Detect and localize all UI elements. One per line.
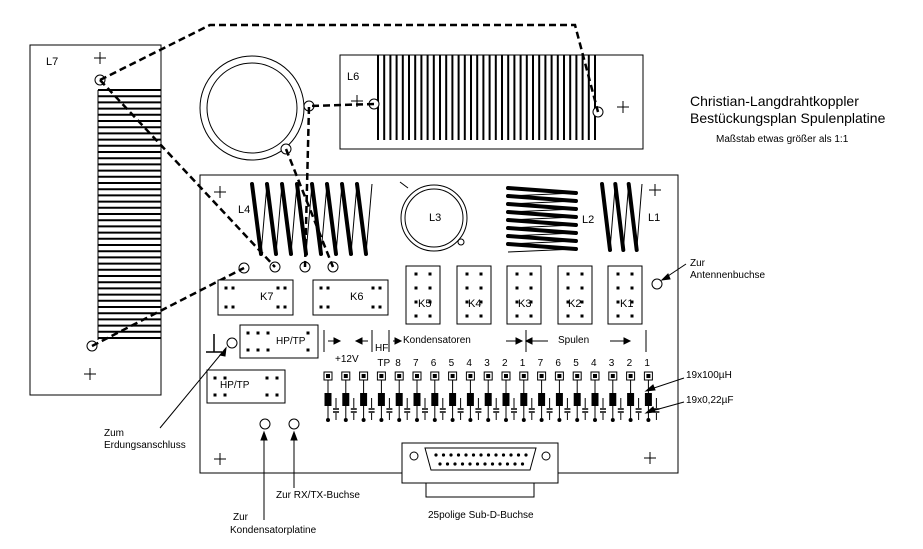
pin-row (323, 371, 660, 422)
pin-label: 2 (502, 358, 508, 369)
group-brackets (323, 330, 647, 352)
pin-column (519, 371, 535, 422)
label-k1: K1 (620, 298, 634, 310)
dashed-wires (91, 23, 600, 348)
label-antenna-1: Zur (690, 258, 705, 269)
label-rxtx: Zur RX/TX-Buchse (276, 490, 360, 501)
pin-column (376, 371, 393, 422)
label-hptp-1: HP/TP (276, 336, 306, 347)
relay (607, 265, 643, 325)
label-antenna-2: Antennenbuchse (690, 270, 766, 281)
pin-column (590, 371, 606, 422)
l3-coil (399, 181, 468, 252)
pin-column (448, 371, 464, 422)
relay (506, 265, 542, 325)
label-l4: L4 (238, 204, 251, 216)
pin-label: 4 (591, 358, 597, 369)
label-hptp-2: HP/TP (220, 380, 250, 391)
pin-label: 5 (448, 358, 455, 369)
label-capboard-1: Zur (233, 512, 248, 523)
pin-label: 1 (644, 358, 650, 369)
pin-column (430, 371, 446, 422)
pin-column (501, 371, 517, 422)
pointer-lines (159, 263, 687, 520)
label-hf: HF (375, 343, 389, 354)
pin-column (483, 371, 500, 422)
label-l7: L7 (46, 56, 59, 68)
label-l2: L2 (582, 214, 595, 226)
label-l3: L3 (429, 212, 442, 224)
title-line1: Christian-Langdrahtkoppler (690, 93, 859, 109)
pin-column (341, 371, 357, 422)
l1-coil (600, 182, 643, 252)
label-ground-2: Erdungsanschluss (104, 440, 186, 451)
pin-column (323, 371, 339, 422)
label-kondensatoren: Kondensatoren (403, 335, 471, 346)
pin-column (572, 371, 589, 422)
relay (206, 369, 286, 404)
label-k5: K5 (418, 298, 432, 310)
pin-label: 7 (537, 358, 544, 369)
relay (217, 279, 294, 316)
toroid-coil (199, 55, 315, 161)
label-k2: K2 (568, 298, 582, 310)
l7-stripes (97, 89, 161, 340)
pin-label: 8 (395, 358, 401, 369)
relay (312, 279, 389, 316)
pin-label: 1 (519, 358, 526, 369)
pin-label: 6 (430, 358, 437, 369)
pin-column (465, 371, 482, 422)
label-k4: K4 (468, 298, 482, 310)
subd-connector (401, 442, 559, 498)
label-spulen: Spulen (558, 335, 590, 346)
label-l1: L1 (648, 212, 661, 224)
title-line2: Bestückungsplan Spulenplatine (690, 110, 886, 126)
pin-label: 7 (413, 358, 419, 369)
pin-column (537, 371, 553, 422)
label-12v: +12V (335, 354, 359, 365)
pin-column (394, 371, 411, 422)
ground-symbol (206, 334, 222, 353)
relay (405, 265, 441, 325)
pin-label: 4 (466, 358, 472, 369)
pin-column (643, 371, 660, 422)
label-k7: K7 (260, 291, 274, 303)
relay (557, 265, 593, 325)
pin-label: TP (377, 358, 391, 369)
l4-coil (250, 182, 373, 256)
pin-label: 3 (608, 358, 615, 369)
label-ground-1: Zum (104, 428, 124, 439)
label-l6: L6 (347, 71, 360, 83)
label-capboard-2: Kondensatorplatine (230, 525, 317, 536)
label-k6: K6 (350, 291, 364, 303)
l7-coil-panel (29, 44, 162, 396)
l2-coil (506, 186, 578, 253)
label-subd: 25polige Sub-D-Buchse (428, 510, 534, 521)
l7-plus-mark (84, 52, 106, 380)
relay (456, 265, 492, 325)
pin-label: 6 (555, 358, 561, 369)
pin-column (554, 371, 571, 422)
l6-coil-panel (339, 54, 644, 150)
pin-label: 3 (484, 358, 490, 369)
pin-label: 2 (626, 358, 633, 369)
label-inductors: 19x100µH (686, 370, 732, 381)
pin-column (412, 371, 428, 422)
pin-column (608, 371, 624, 422)
relay-group (206, 265, 643, 404)
label-capacitors: 19x0,22µF (686, 395, 734, 406)
pin-column (626, 371, 642, 422)
scale-note: Maßstab etwas größer als 1:1 (716, 134, 849, 145)
pin-column (359, 371, 375, 422)
label-k3: K3 (518, 298, 532, 310)
relay (239, 324, 319, 359)
pin-label: 5 (573, 358, 579, 369)
